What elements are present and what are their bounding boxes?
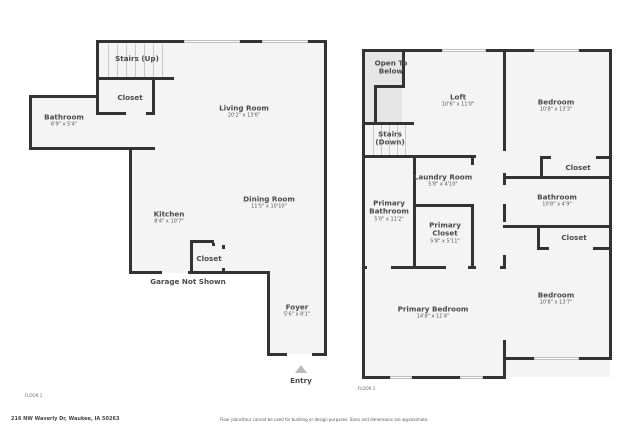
room-living-room: Living Room 20'2" x 13'6": [219, 103, 269, 119]
property-address: 216 NW Waverly Dr, Waukee, IA 50263: [11, 416, 120, 422]
lower-area: [131, 148, 326, 273]
floor-1-caption: FLOOR 1: [25, 393, 43, 398]
room-bedroom-2: Bedroom 10'8" x 13'7": [537, 290, 575, 306]
room-laundry: Laundry Room 5'8" x 4'10": [413, 172, 473, 188]
room-primary-closet: Primary Closet 5'8" x 5'11": [429, 220, 461, 244]
room-bathroom: Bathroom 6'9" x 5'4": [44, 112, 84, 128]
entry-label: Entry: [290, 375, 312, 385]
room-open-to-below: Open To Below: [374, 58, 408, 76]
room-primary-bathroom: Primary Bathroom 5'0" x 11'2": [369, 198, 409, 222]
room-closet-bottom: Closet: [196, 253, 222, 263]
garage-note: Garage Not Shown: [150, 276, 226, 286]
entry-arrow-icon: [295, 365, 307, 373]
floor-2-caption: FLOOR 2: [358, 386, 376, 391]
room-bathroom-2: Bathroom 10'8" x 4'9": [537, 192, 577, 208]
room-stairs-down: Stairs (Down): [375, 129, 405, 147]
room-foyer: Foyer 5'6" x 8'1": [283, 302, 311, 318]
room-stairs-up: Stairs (Up): [115, 53, 159, 63]
room-kitchen: Kitchen 8'4" x 10'7": [153, 209, 185, 225]
disclaimer: Floor plans/tour cannot be used for buil…: [220, 417, 429, 422]
room-dining-room: Dining Room 11'5" x 10'10": [243, 194, 295, 210]
room-loft: Loft 10'6" x 11'0": [441, 92, 475, 108]
room-closet-1: Closet: [565, 162, 591, 172]
room-primary-bedroom: Primary Bedroom 14'8" x 11'4": [397, 304, 469, 320]
bathroom-area: [31, 97, 99, 148]
room-bedroom-1: Bedroom 10'8" x 13'3": [537, 97, 575, 113]
room-closet-2: Closet: [561, 232, 587, 242]
room-closet-top: Closet: [117, 92, 143, 102]
foyer-area: [268, 272, 326, 354]
